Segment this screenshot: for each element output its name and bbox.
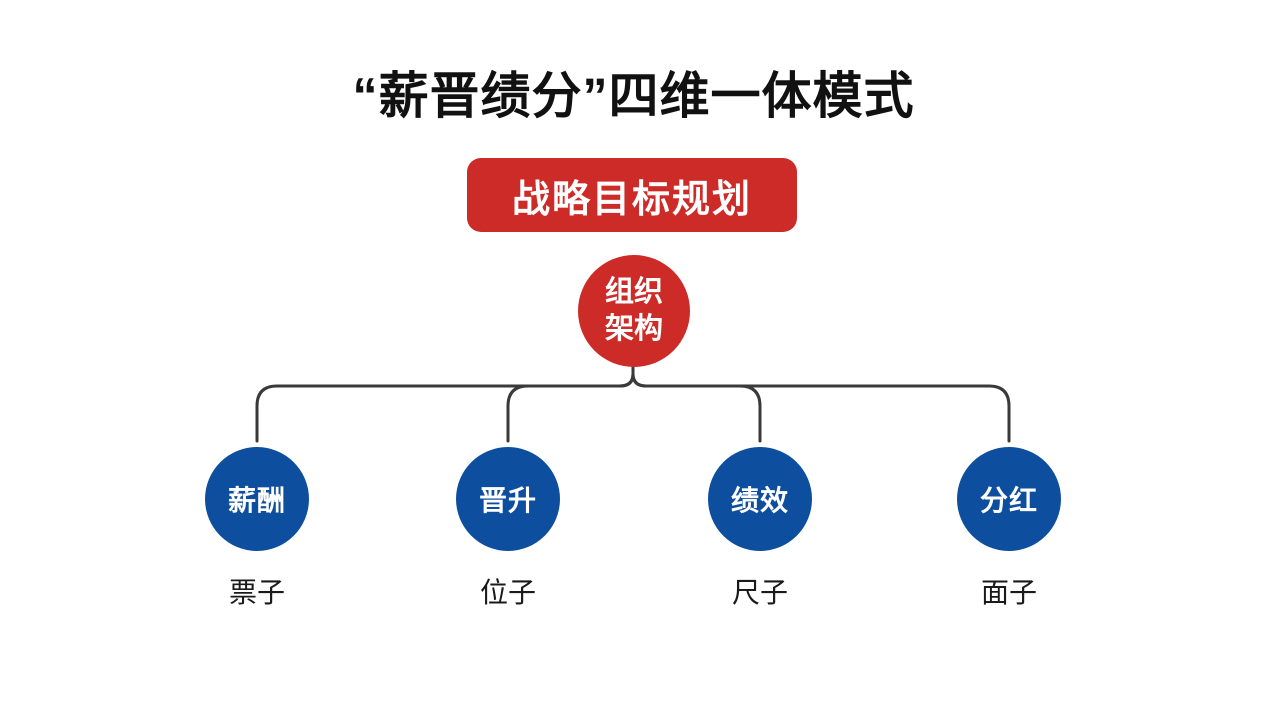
branch-node-promotion: 晋升 bbox=[456, 447, 560, 551]
page-title: “薪晋绩分”四维一体模式 bbox=[352, 68, 915, 124]
connector-branch-3 bbox=[631, 364, 762, 443]
branch-salary: 薪酬 票子 bbox=[200, 447, 314, 611]
branch-caption-dividend: 面子 bbox=[980, 577, 1037, 608]
root-node-label-line1: 组织 bbox=[604, 276, 663, 308]
branch-caption-performance: 尺子 bbox=[731, 577, 788, 608]
branch-promotion: 晋升 位子 bbox=[451, 447, 565, 611]
branch-node-salary: 薪酬 bbox=[205, 447, 309, 551]
branch-dividend: 分红 面子 bbox=[952, 447, 1066, 611]
branch-node-performance: 绩效 bbox=[708, 447, 812, 551]
branch-node-label: 分红 bbox=[979, 485, 1038, 516]
root-node-org-structure: 组织 架构 bbox=[578, 255, 690, 367]
branch-node-label: 晋升 bbox=[478, 485, 537, 516]
branch-node-label: 绩效 bbox=[730, 485, 789, 516]
branch-caption-salary: 票子 bbox=[228, 577, 285, 608]
root-node-label-line2: 架构 bbox=[604, 313, 663, 345]
branch-caption-promotion: 位子 bbox=[479, 577, 536, 608]
connector-branch-1 bbox=[255, 364, 635, 443]
branch-node-label: 薪酬 bbox=[227, 485, 286, 516]
connector-branch-2 bbox=[506, 364, 635, 443]
strategy-goal-banner: 战略目标规划 bbox=[467, 158, 797, 232]
branch-performance: 绩效 尺子 bbox=[703, 447, 817, 611]
branch-node-dividend: 分红 bbox=[957, 447, 1061, 551]
strategy-goal-label: 战略目标规划 bbox=[511, 178, 752, 221]
connector-branch-4 bbox=[631, 364, 1011, 443]
